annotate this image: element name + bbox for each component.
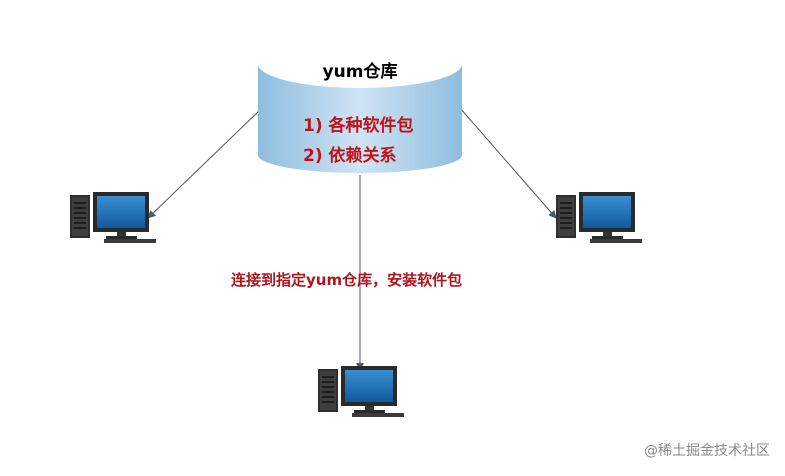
repository-item-packages: 1) 各种软件包 xyxy=(303,115,414,136)
repository-item-dependencies: 2) 依赖关系 xyxy=(303,145,397,166)
repository-title: yum仓库 xyxy=(323,61,398,82)
arrow-to-left-client xyxy=(147,107,263,219)
arrow-to-right-client xyxy=(459,107,557,219)
right-client-computer-icon xyxy=(556,192,642,243)
bottom-client-computer-icon xyxy=(318,366,404,417)
yum-repository-cylinder xyxy=(258,40,462,173)
connection-label: 连接到指定yum仓库，安装软件包 xyxy=(231,271,462,289)
left-client-computer-icon xyxy=(70,192,156,243)
watermark: @稀土掘金技术社区 xyxy=(644,443,770,459)
